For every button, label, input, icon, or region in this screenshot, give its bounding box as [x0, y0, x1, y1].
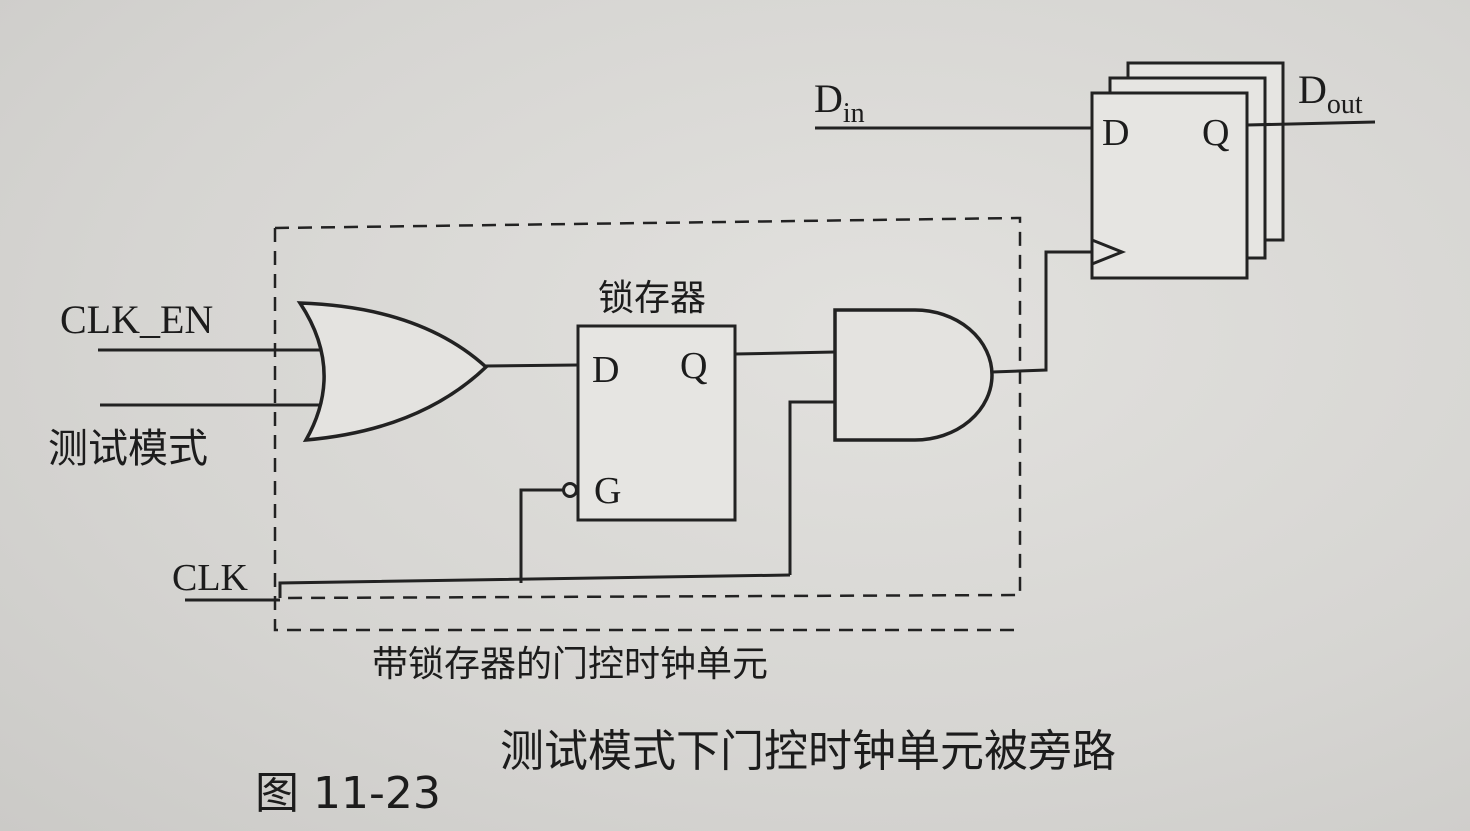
- gated-clock-wire: [991, 250, 1092, 374]
- latch-title: 锁存器: [598, 278, 706, 319]
- dout-wire: [1246, 120, 1376, 127]
- latch-d-label: D: [592, 349, 619, 391]
- ff-q-label: Q: [1202, 112, 1229, 154]
- and-gate: [833, 308, 994, 442]
- latch-g-label: G: [594, 470, 621, 512]
- or-gate: [296, 301, 489, 443]
- test-mode-label: 测试模式: [48, 426, 208, 472]
- latch-box: [576, 324, 737, 522]
- clk-en-label: CLK_EN: [60, 297, 213, 342]
- din-label: Din: [814, 76, 865, 129]
- din-subscript: in: [843, 98, 865, 129]
- flip-flop-clock-triangle: [1091, 238, 1127, 266]
- din-main: D: [814, 76, 843, 121]
- latch-to-and-wire: [734, 350, 836, 356]
- gated-clock-cell-boundary: [274, 216, 1022, 600]
- clk-label: CLK: [172, 557, 249, 599]
- flip-flop-front: [1090, 91, 1249, 280]
- ff-d-label: D: [1102, 112, 1129, 154]
- or-to-latch-wire: [485, 363, 579, 368]
- dout-main: D: [1298, 67, 1327, 112]
- gated-clock-cell-label: 带锁存器的门控时钟单元: [372, 644, 768, 685]
- gated-clock-cell-boundary-left: [273, 228, 1020, 632]
- latch-q-label: Q: [680, 345, 707, 387]
- clk-to-latch-g-wire: [519, 488, 564, 583]
- latch-g-inversion-bubble: [562, 482, 578, 498]
- clk-bus-wire: [278, 573, 791, 598]
- dout-label: Dout: [1298, 67, 1363, 120]
- figure-number: 图 11-23: [255, 768, 441, 819]
- clk-to-and-wire: [788, 400, 835, 575]
- dout-subscript: out: [1327, 89, 1363, 120]
- figure-caption: 测试模式下门控时钟单元被旁路: [500, 726, 1116, 777]
